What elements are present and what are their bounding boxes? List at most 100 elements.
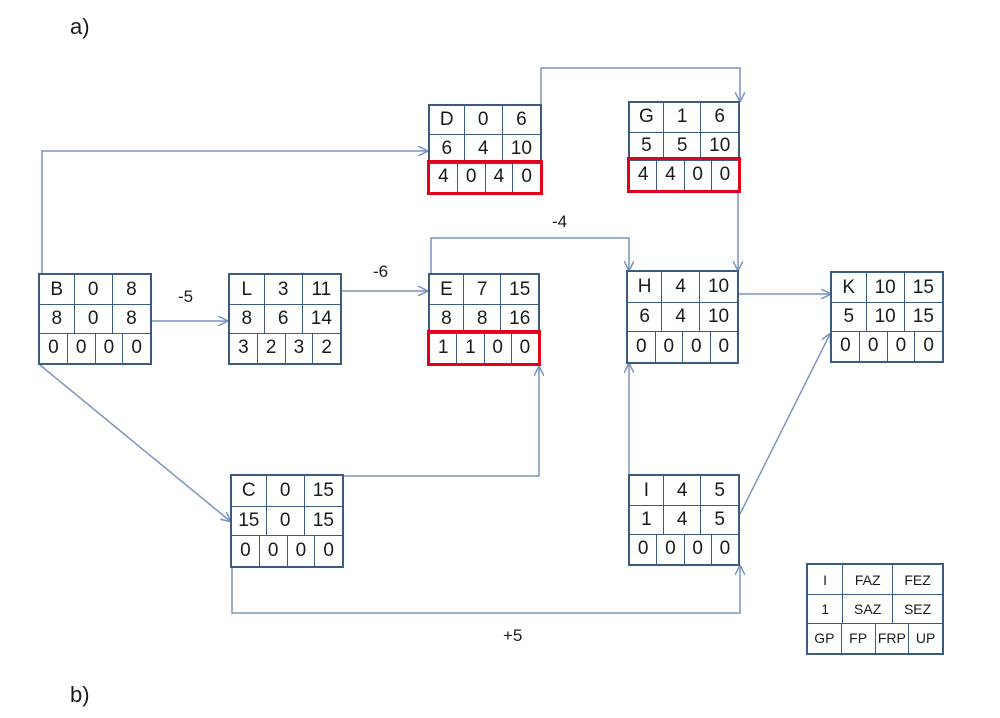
node-d-up: 0	[512, 162, 540, 192]
node-k-duration: 5	[843, 305, 855, 327]
node-l-sez: 14	[301, 304, 340, 334]
node-d-faz: 0	[463, 106, 502, 135]
legend-fp: FP	[840, 623, 875, 653]
node-h-fp: 0	[654, 331, 683, 362]
legend-up: UP	[908, 623, 942, 653]
node-d-fez: 6	[501, 106, 540, 135]
node-c-gp: 0	[240, 539, 251, 561]
node-b-fp: 0	[66, 333, 95, 363]
node-d-gp: 4	[438, 166, 449, 188]
node-c-fez: 15	[303, 476, 342, 506]
node-g-gp: 4	[637, 164, 649, 186]
legend-saz: SAZ	[842, 594, 892, 624]
legend-frp: FRP	[874, 623, 909, 653]
node-h-faz: 4	[661, 272, 699, 302]
node-c-up: 0	[314, 535, 342, 566]
edge-d-top	[540, 67, 740, 105]
node-e-faz: 7	[462, 275, 501, 305]
node-l-faz: 3	[263, 275, 302, 305]
node-k-sez: 15	[903, 302, 942, 332]
caption-b: b)	[70, 682, 90, 707]
edge-label-e-h: -4	[552, 212, 568, 231]
node-d-fp: 0	[456, 162, 485, 192]
node-b-saz: 0	[73, 304, 112, 334]
edge-i-k	[739, 334, 830, 515]
node-i-frp: 0	[683, 534, 711, 564]
node-l-frp: 3	[284, 333, 313, 363]
edge-b-c	[39, 364, 230, 521]
node-d-frp: 4	[484, 162, 513, 192]
edge-c-i	[231, 566, 740, 614]
edge-b-d	[41, 151, 427, 273]
node-e-duration: 8	[441, 307, 452, 329]
node-k-fez: 15	[903, 273, 942, 303]
node-c-faz: 0	[265, 476, 304, 506]
node-h-saz: 4	[661, 301, 699, 332]
node-b-duration: 8	[51, 307, 63, 329]
node-i-name: I	[643, 479, 650, 501]
node-l-up: 2	[312, 333, 340, 363]
node-e-up: 0	[510, 333, 538, 363]
node-l-gp: 3	[238, 337, 249, 359]
node-b-frp: 0	[94, 333, 123, 363]
edge-label-l-e: -6	[373, 262, 389, 281]
node-h-fez: 10	[699, 272, 737, 302]
node-b-faz: 0	[73, 275, 112, 305]
node-b-sez: 8	[111, 304, 150, 334]
node-c-duration: 15	[238, 509, 260, 531]
node-i-fp: 0	[656, 534, 683, 564]
node-i-saz: 4	[662, 505, 701, 535]
caption-a: a)	[70, 14, 90, 39]
node-d-duration: 6	[441, 137, 453, 159]
node-h-name: H	[637, 275, 652, 297]
node-i-sez: 5	[700, 505, 738, 535]
node-g-duration: 5	[641, 135, 652, 157]
node-h-up: 0	[709, 331, 738, 362]
node-e-fez: 15	[500, 275, 538, 305]
node-e-name: E	[440, 278, 453, 300]
node-c-name: C	[241, 479, 256, 501]
node-e-frp: 0	[483, 333, 511, 363]
node-g-fez: 6	[700, 103, 738, 132]
node-i-duration: 1	[641, 508, 652, 530]
legend-gp: GP	[814, 630, 835, 647]
node-g-up: 0	[710, 160, 738, 190]
node-i-up: 0	[710, 534, 738, 564]
legend-sez: SEZ	[892, 594, 942, 624]
node-c-sez: 15	[303, 505, 342, 536]
node-e-fp: 1	[456, 333, 483, 363]
node-g-faz: 1	[662, 103, 701, 132]
node-g-fp: 4	[656, 160, 683, 190]
node-h-gp: 0	[635, 335, 647, 357]
node-i-gp: 0	[637, 538, 649, 560]
node-g-saz: 5	[662, 131, 701, 161]
node-b-up: 0	[122, 333, 150, 363]
edge-label-c-i: +5	[503, 626, 523, 645]
edge-c-e	[344, 367, 539, 477]
node-l-fp: 2	[256, 333, 285, 363]
node-l-saz: 6	[263, 304, 302, 334]
node-d-sez: 10	[501, 134, 540, 163]
node-l-name: L	[241, 278, 253, 300]
node-d-name: D	[439, 109, 454, 131]
node-h-duration: 6	[639, 305, 650, 327]
legend-fez: FEZ	[892, 565, 942, 595]
node-k-frp: 0	[886, 331, 915, 361]
node-l-fez: 11	[301, 275, 340, 305]
node-e-sez: 16	[500, 304, 538, 334]
node-c-saz: 0	[265, 505, 304, 536]
node-c-fp: 0	[258, 535, 287, 566]
edge-label-b-l: -5	[178, 287, 194, 306]
node-k-name: K	[842, 276, 856, 298]
node-i-faz: 4	[662, 476, 701, 506]
node-g-sez: 10	[700, 131, 738, 161]
